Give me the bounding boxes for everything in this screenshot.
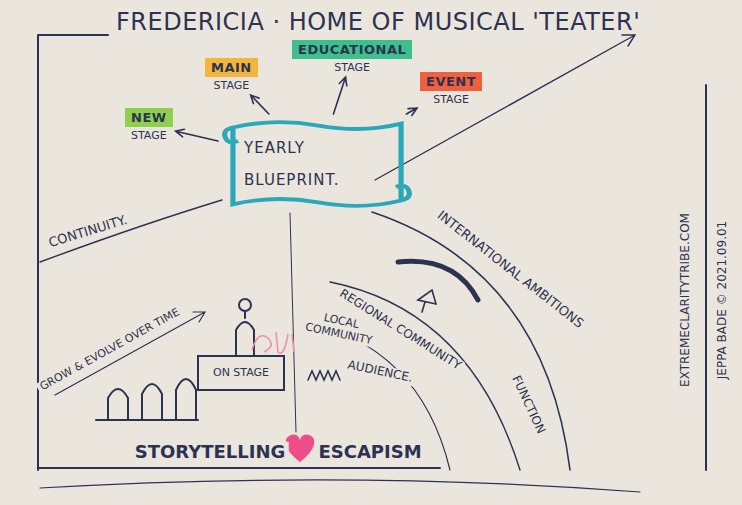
stage-label: NEW STAGE (125, 108, 173, 142)
stage-arrow (251, 95, 269, 114)
stage-caption: STAGE (214, 79, 250, 92)
stage-caption: STAGE (334, 61, 370, 74)
ambition-arrow (375, 35, 635, 180)
stage-label: EDUCATIONAL STAGE (292, 40, 412, 74)
scroll-outline (220, 116, 414, 212)
stick-figure (176, 379, 196, 420)
stage-highlight: EDUCATIONAL (292, 40, 412, 59)
sketch-label: ON STAGE (210, 367, 272, 380)
stage-highlight: NEW (125, 108, 173, 127)
pink-scribble (252, 332, 294, 353)
ground-curve (40, 480, 640, 492)
sketch-label: EXTREMECLARITYTRIBE.COM (679, 210, 693, 390)
sketch-label: CONTINUITY. (44, 212, 132, 252)
sketch-label: INTERNATIONAL AMBITIONS (432, 206, 589, 333)
international-arc (372, 212, 570, 470)
sketch-label: AUDIENCE. (343, 358, 416, 386)
sketch-label: JEPPA BADE © 2021.09.01 (716, 218, 730, 382)
dish-symbol (398, 261, 478, 300)
sketch-label: ESCAPISM (315, 442, 424, 463)
stage-arrow (406, 108, 417, 115)
scroll-text: YEARLY BLUEPRINT. (220, 116, 372, 210)
stage-arrow (333, 77, 346, 114)
megaphone-symbol (418, 290, 436, 312)
sketch-label: GROW & EVOLVE OVER TIME (35, 305, 184, 395)
stage-caption: STAGE (131, 129, 167, 142)
grow-arrow (55, 312, 205, 395)
stage-highlight: EVENT (420, 72, 482, 91)
heart-symbol (286, 434, 315, 462)
continuity-line (40, 200, 222, 262)
stage-highlight: MAIN (205, 58, 258, 77)
stage-arrow (176, 129, 218, 141)
stage-label: MAIN STAGE (205, 58, 258, 92)
blueprint-scroll: YEARLY BLUEPRINT. (220, 116, 414, 212)
stage-caption: STAGE (433, 93, 469, 106)
sketch-label: FUNCTION (507, 371, 548, 439)
diagram-title: FREDERICIA · HOME OF MUSICAL 'TEATER' (116, 8, 640, 36)
stage-platform (96, 356, 284, 420)
stick-figure (142, 384, 162, 420)
scroll-path (225, 122, 410, 206)
sketch-lines (38, 35, 706, 492)
frame-line (38, 35, 706, 470)
figure-head (239, 299, 251, 311)
audience-zigzag (308, 371, 340, 380)
ground-line (38, 467, 440, 469)
stick-figure (236, 312, 254, 356)
center-line (290, 213, 296, 432)
sketch-label: STORYTELLING (132, 442, 289, 463)
stage-label: EVENT STAGE (420, 72, 482, 106)
stick-figure (108, 389, 128, 420)
